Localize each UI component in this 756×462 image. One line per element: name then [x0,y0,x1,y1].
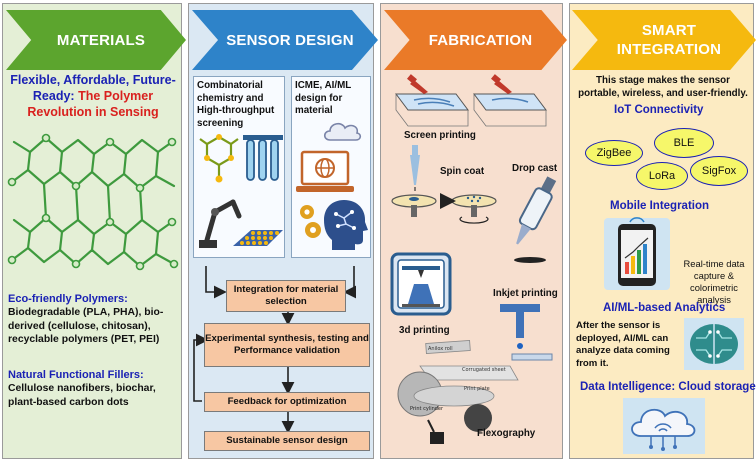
materials-title: Flexible, Affordable, Future-Ready: The … [8,72,178,120]
step-sustainable-design: Sustainable sensor design [204,431,370,451]
mobile-integration-text: Real-time data capture & colorimetric an… [683,258,745,305]
eco-polymers-text: Biodegradable (PLA, PHA), bio-derived (c… [8,307,164,345]
3d-printing-label: 3d printing [399,325,450,336]
natural-fillers-text: Cellulose nanofibers, biochar, plant-bas… [8,383,156,408]
fabrication-header: FABRICATION [384,10,567,70]
anilox-roll-label: Anilox roll [428,346,453,352]
smart-header-line2: INTEGRATION [616,41,722,58]
robot-arm-icon [199,199,283,248]
step-feedback: Feedback for optimization [204,392,370,412]
cloud-icon [323,122,362,141]
corrugated-sheet-label: Corrugated sheet [462,367,506,373]
inkjet-printer-icon [500,304,553,361]
3d-printer-icon [390,252,452,316]
protocol-zigbee: ZigBee [585,140,643,166]
ai-analytics-text: After the sensor is deployed, AI/ML can … [576,320,670,369]
test-tubes-icon [243,135,283,181]
smart-header-line1: SMART [641,22,697,39]
eco-polymers-heading: Eco-friendly Polymers: [8,293,128,305]
drop-cast-pipette-icon [514,176,557,263]
protocol-lora: LoRa [636,162,688,190]
drop-cast-label: Drop cast [512,163,558,174]
smartphone-icon [604,217,670,290]
materials-header: MATERIALS [6,10,186,70]
smart-integration-header: SMART INTEGRATION [572,10,756,70]
protocol-ble: BLE [654,128,714,158]
cloud-storage-icon [623,398,705,454]
spin-coat-icon [391,145,497,224]
inkjet-printing-label: Inkjet printing [493,288,558,299]
mobile-integration-heading: Mobile Integration [610,200,710,212]
screen-printing-label: Screen printing [404,130,476,141]
smart-intro-text: This stage makes the sensor portable, wi… [578,75,748,99]
materials-title-blue: Flexible, Affordable, Future-Ready: [10,73,176,103]
protocol-sigfox: SigFox [690,156,748,186]
ai-analytics-heading: AI/ML-based Analytics [603,302,726,314]
iot-heading: IoT Connectivity [614,104,704,116]
flexography-label: Flexography [477,428,536,439]
cloud-storage-heading: Data Intelligence: Cloud storage [580,381,756,393]
step-experimental-synthesis: Experimental synthesis, testing and Perf… [204,323,370,367]
combinatorial-text: Combinatorial chemistry and High-through… [197,80,275,129]
flexography-icon: Anilox roll Corrugated sheet Print plate… [397,340,519,444]
print-plate-label: Print plate [464,386,490,392]
screen-printing-icon [395,74,547,127]
natural-fillers-heading: Natural Functional Fillers: [8,369,144,381]
step-integration: Integration for material selection [226,280,346,312]
materials-title-red: The Polymer Revolution in Sensing [27,89,159,119]
print-cylinder-label: Print cylinder [410,406,444,412]
spin-coat-label: Spin coat [440,166,485,177]
gears-icon [300,205,321,238]
laptop-icon [296,150,354,192]
polymer-network-icon [7,124,179,284]
icme-text: ICME, AI/ML design for material [295,80,352,116]
sensor-design-header: SENSOR DESIGN [192,10,378,70]
ai-brain-head-icon [324,200,368,250]
ai-brain-icon [684,318,744,370]
design-flow-arrows [193,266,356,434]
molecule-icon [199,134,239,183]
